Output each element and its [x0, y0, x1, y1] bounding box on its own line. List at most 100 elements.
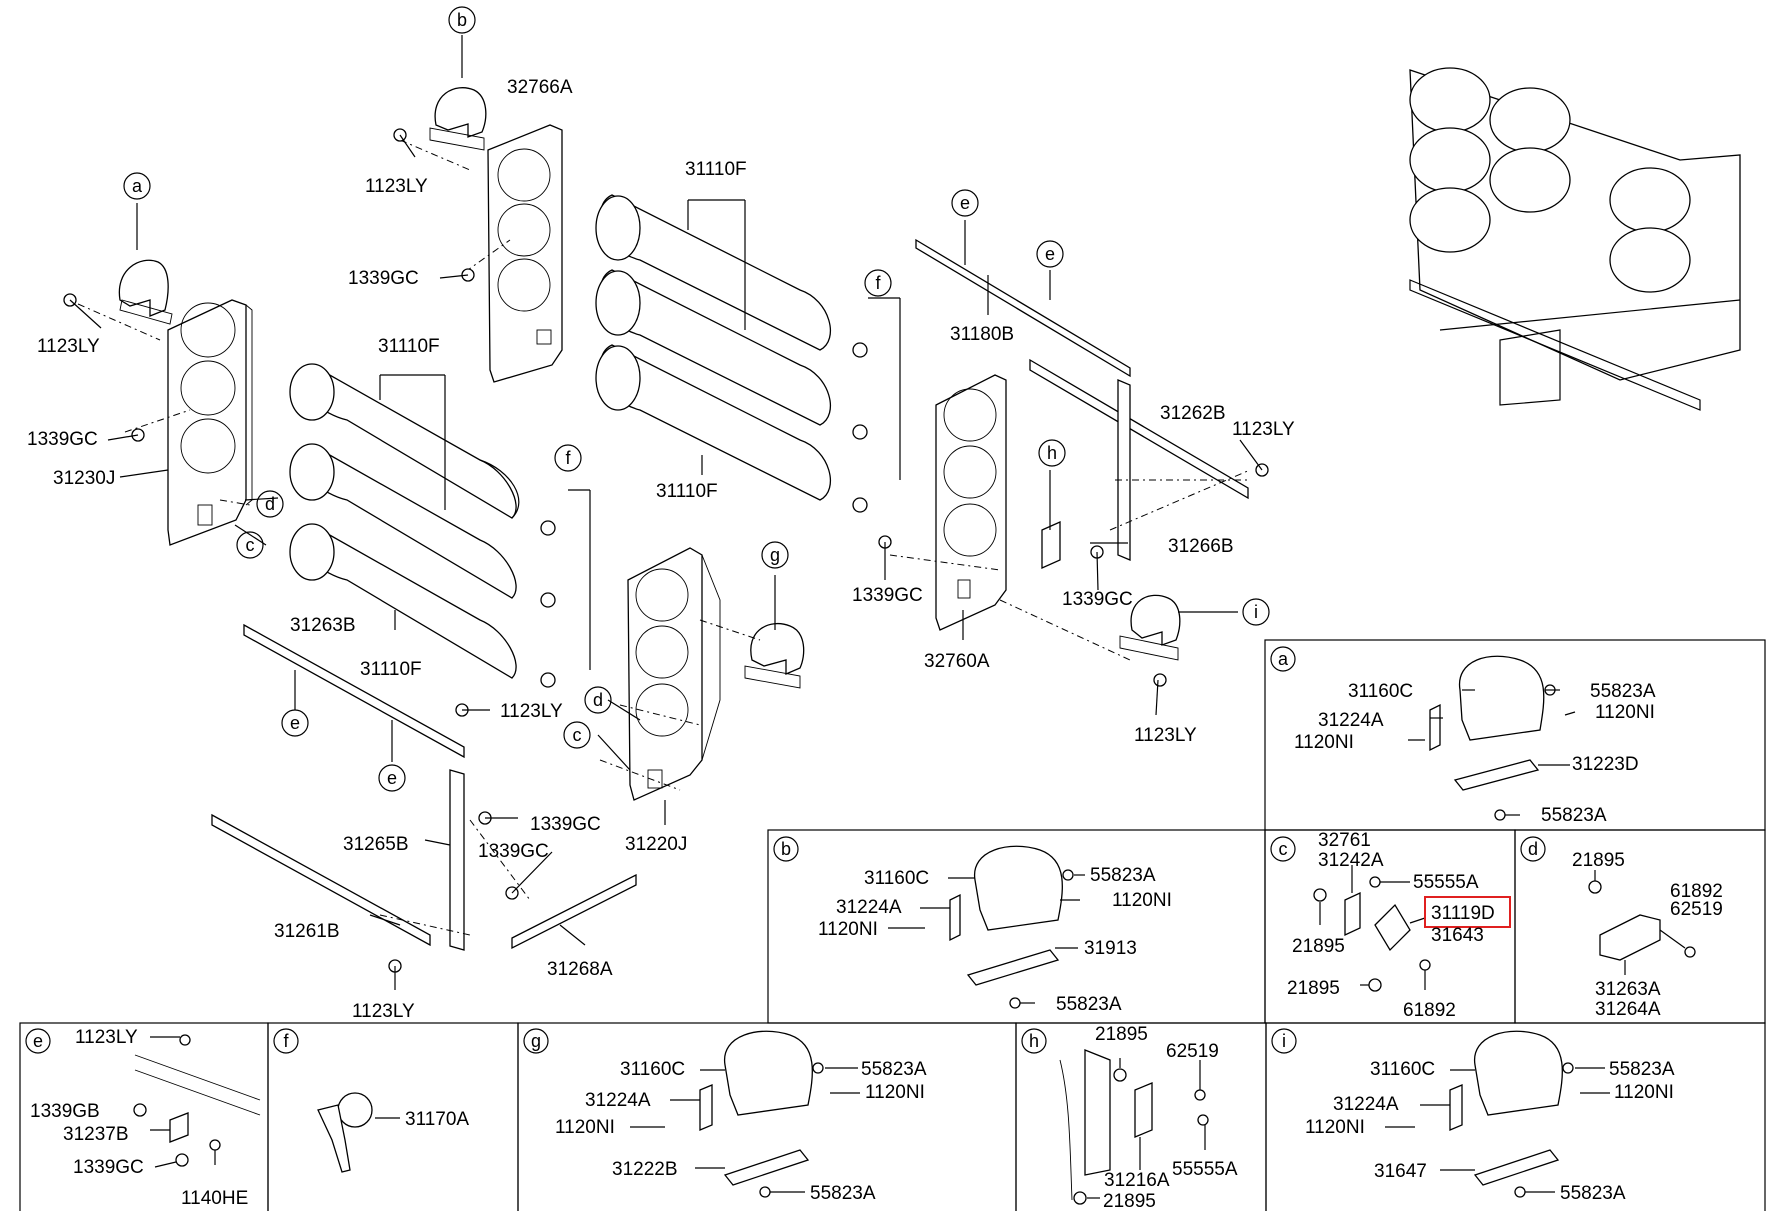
panel-f-drawing: [317, 1092, 400, 1173]
part-label: 1339GC: [530, 814, 601, 835]
callout-e: e: [960, 193, 970, 213]
part-label: 31264A: [1595, 999, 1661, 1020]
part-label: 1120NI: [865, 1082, 925, 1103]
clamp-i: [1119, 594, 1181, 661]
part-label: 31224A: [1333, 1094, 1399, 1115]
part-label: 21895: [1287, 978, 1340, 999]
part-label: 55823A: [1560, 1183, 1626, 1204]
detail-panels: a b c d e f g h i 31160C 55823A 31224A 1…: [19, 639, 1766, 1211]
part-label: 31647: [1374, 1161, 1427, 1182]
part-label: 31160C: [1370, 1059, 1435, 1080]
part-label: 31263A: [1595, 979, 1661, 1000]
part-label: 1123LY: [365, 176, 428, 197]
part-label: 31160C: [864, 868, 929, 889]
part-label: 31265B: [343, 834, 409, 855]
panel-g-letter: g: [531, 1031, 541, 1051]
panel-c-letter: c: [1279, 839, 1288, 859]
panel-a-letter: a: [1278, 649, 1289, 669]
callout-c: c: [573, 725, 582, 745]
part-label: 31110F: [656, 481, 718, 502]
part-label: 31262B: [1160, 403, 1226, 424]
part-label: 1120NI: [555, 1117, 615, 1138]
part-label: 31222B: [612, 1159, 678, 1180]
tanks-left: [289, 363, 520, 679]
main-drawing: b a d c f f g e e h i d c e e 32766A 112…: [27, 6, 1741, 1022]
guide-lines: [77, 139, 1251, 936]
part-label: 1123LY: [352, 1001, 415, 1022]
part-label: 55555A: [1172, 1159, 1238, 1180]
callout-c: c: [246, 535, 255, 555]
callout-e: e: [1045, 244, 1055, 264]
callout-d: d: [265, 494, 275, 514]
highlight-31119d: [1424, 896, 1511, 928]
panel-d-drawing: [1588, 870, 1696, 975]
panel-f-letter: f: [283, 1031, 289, 1051]
part-label: 62519: [1166, 1041, 1219, 1062]
part-label: 55555A: [1413, 872, 1479, 893]
part-label: 31170A: [405, 1109, 469, 1130]
part-label: 32766A: [507, 77, 573, 98]
part-label: 21895: [1103, 1191, 1156, 1211]
part-label: 31223D: [1572, 754, 1639, 775]
clamp-g: [744, 622, 805, 689]
part-label: 1123LY: [37, 336, 100, 357]
panel-i-drawing: [1385, 1030, 1610, 1198]
part-label: 55823A: [1056, 994, 1122, 1015]
part-label: 55823A: [810, 1183, 876, 1204]
clamp-b: [429, 87, 487, 151]
part-label: 31266B: [1168, 536, 1234, 557]
tanks-right: [595, 194, 831, 501]
panel-e-drawing: [133, 1034, 261, 1168]
part-label: 31216A: [1104, 1170, 1170, 1191]
frame-32766a: [487, 124, 563, 383]
callout-f: f: [565, 448, 571, 468]
part-label: 1140HE: [181, 1188, 248, 1209]
part-label: 31643: [1431, 925, 1484, 946]
part-label: 32761: [1318, 830, 1371, 851]
part-label: 32760A: [924, 651, 990, 672]
part-label: 31224A: [836, 897, 902, 918]
part-label: 1120NI: [1614, 1082, 1674, 1103]
part-label: 61892: [1403, 1000, 1456, 1021]
callout-f: f: [875, 273, 881, 293]
part-label: 1120NI: [1305, 1117, 1365, 1138]
part-label: 31110F: [378, 336, 440, 357]
panel-h-drawing: [1059, 1049, 1209, 1205]
part-label: 55823A: [1590, 681, 1656, 702]
part-label: 21895: [1292, 936, 1345, 957]
part-label: 31263B: [290, 615, 356, 636]
part-label: 62519: [1670, 899, 1723, 920]
part-label: 1120NI: [1294, 732, 1354, 753]
panel-g-drawing: [630, 1030, 860, 1198]
part-label: 31268A: [547, 959, 613, 980]
part-label: 31220J: [625, 834, 687, 855]
callout-d: d: [593, 690, 603, 710]
part-label: 1123LY: [1232, 419, 1295, 440]
part-label-highlighted: 31119D: [1431, 903, 1495, 924]
main-callout-circles: [123, 6, 1270, 792]
panel-a-drawing: [1408, 655, 1576, 821]
main-part-labels: 32766A 1123LY 1339GC 31110F 31110F 31110…: [27, 77, 1295, 1022]
part-label: 31242A: [1318, 850, 1384, 871]
callout-e: e: [387, 768, 397, 788]
valves-f: [540, 342, 868, 688]
main-callout-letters: b a d c f f g e e h i d c e e: [132, 10, 1258, 788]
panel-h-letter: h: [1029, 1031, 1039, 1051]
part-label: 1339GC: [27, 429, 98, 450]
part-label: 31160C: [620, 1059, 685, 1080]
part-label: 61892: [1670, 881, 1723, 902]
panel-e-letter: e: [33, 1031, 43, 1051]
part-label: 31160C: [1348, 681, 1413, 702]
part-label: 21895: [1095, 1024, 1148, 1045]
bracket-h: [1041, 520, 1061, 570]
part-label: 55823A: [1090, 865, 1156, 886]
callout-h: h: [1047, 443, 1057, 463]
part-label: 1339GC: [478, 841, 549, 862]
callout-i: i: [1254, 602, 1258, 622]
leaders: [69, 35, 1263, 990]
frame-32760a: [935, 374, 1007, 631]
part-label: 31913: [1084, 938, 1137, 959]
part-label: 21895: [1572, 850, 1625, 871]
frame-31220j: [627, 547, 721, 801]
